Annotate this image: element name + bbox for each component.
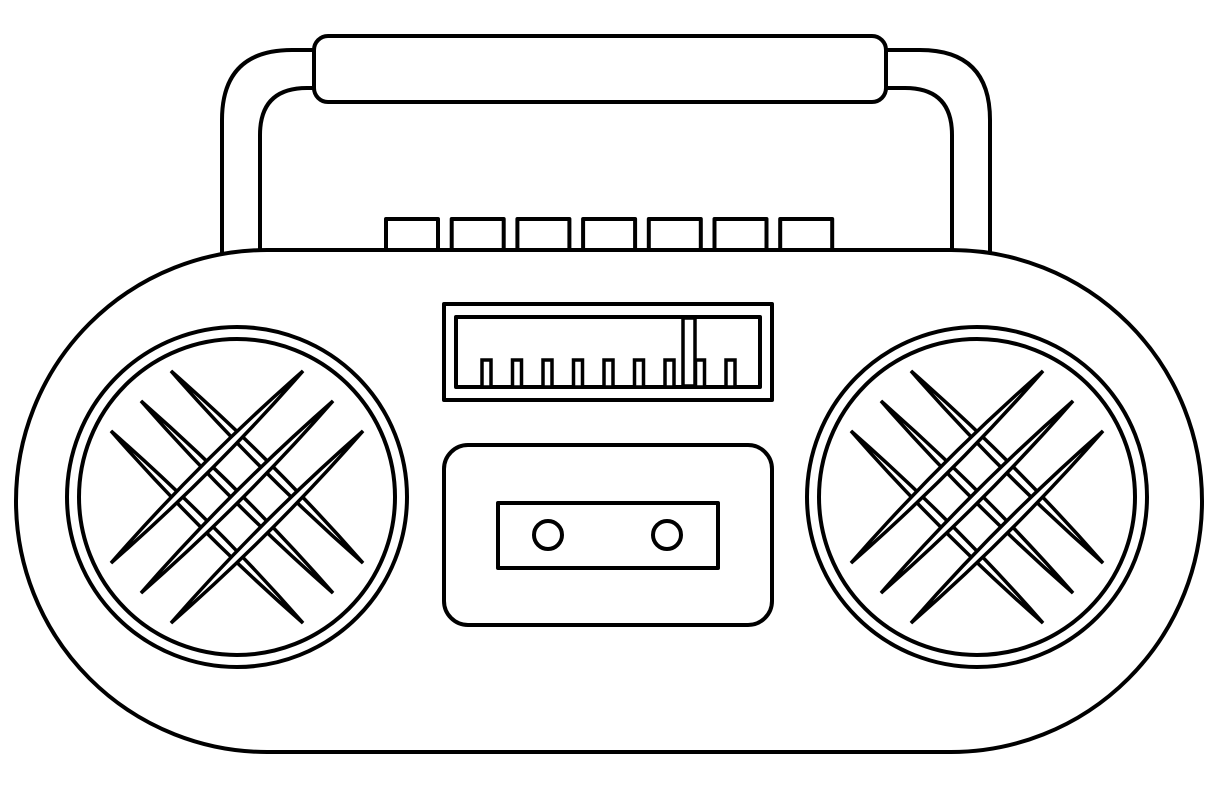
cassette-right-reel — [651, 519, 683, 551]
tuner-tick-marks — [480, 358, 737, 389]
handle-grip — [312, 34, 888, 104]
cassette-deck — [442, 443, 774, 627]
speaker-grille — [109, 369, 365, 625]
left-speaker — [65, 325, 409, 669]
tuner-tick — [724, 358, 737, 389]
tuner-tick — [632, 358, 646, 389]
tuner-tick — [693, 358, 707, 389]
tuner-tick — [571, 358, 585, 389]
cassette-left-reel — [532, 519, 564, 551]
tuner-needle — [681, 316, 697, 388]
tuner-display — [442, 302, 774, 402]
cassette-window — [496, 501, 720, 570]
speaker-grille — [849, 369, 1105, 625]
right-speaker — [805, 325, 1149, 669]
tuner-tick — [480, 358, 493, 389]
tuner-tick — [541, 358, 554, 389]
tuner-tick — [510, 358, 524, 389]
tuner-tick — [602, 358, 615, 389]
tuner-tick — [663, 358, 676, 389]
